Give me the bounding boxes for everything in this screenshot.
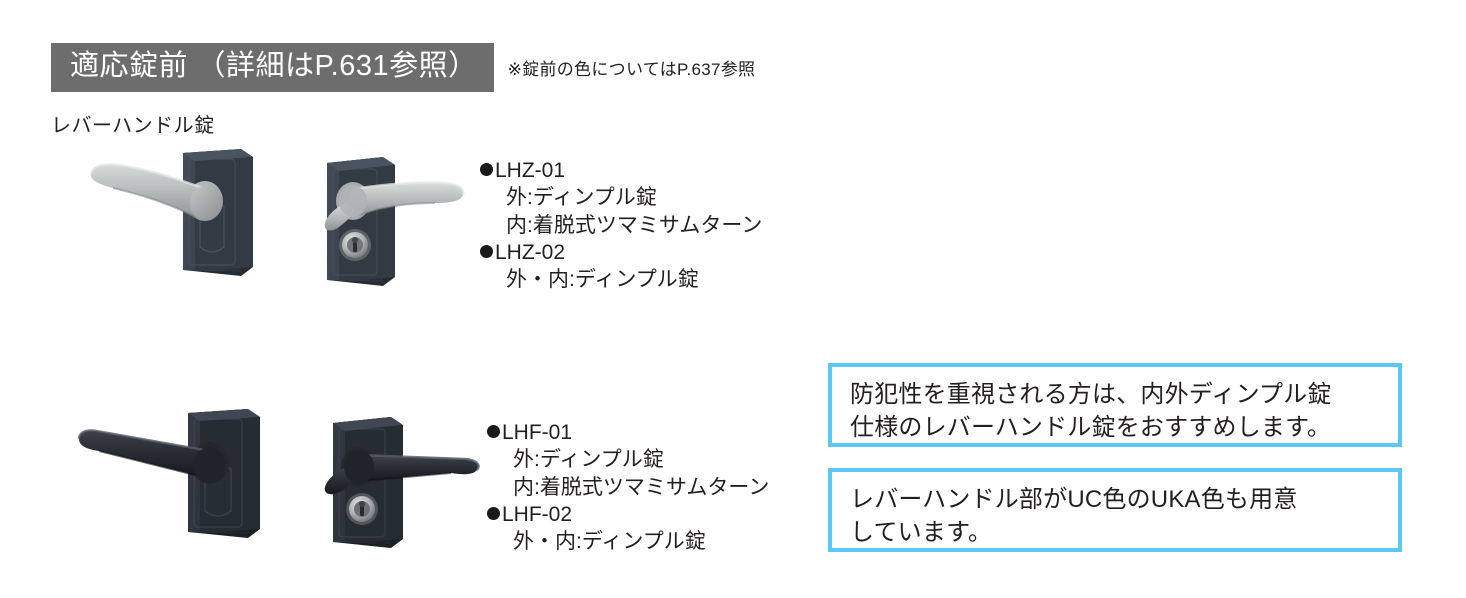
callout-line: しています。 — [850, 519, 993, 547]
callout-line: レバーハンドル部がUC色のUKA色も用意 — [850, 486, 1298, 513]
model-detail: 外・内:ディンプル錠 — [513, 530, 706, 554]
model-name: LHF-02 — [502, 502, 573, 526]
model-detail: 外:ディンプル錠 — [506, 186, 657, 210]
bullet-icon — [487, 506, 500, 520]
product-image-lhf-front — [55, 405, 290, 555]
model-detail: 外・内:ディンプル錠 — [506, 268, 699, 292]
model-name: LHZ-02 — [495, 240, 566, 264]
product-image-lhz-cylinder — [305, 145, 480, 295]
model-entry: LHF-02 — [487, 501, 769, 528]
callout-line: 防犯性を重視される方は、内外ディンプル錠 — [850, 381, 1332, 408]
bullet-icon — [487, 425, 500, 438]
section-banner: 適応錠前 （詳細はP.631参照） — [51, 43, 494, 92]
bullet-icon — [480, 163, 493, 176]
product-image-lhf-cylinder — [305, 405, 490, 555]
banner-note: ※錠前の色についてはP.637参照 — [507, 60, 756, 79]
model-entry: LHZ-02 — [480, 239, 762, 266]
model-detail: 内:着脱式ツマミサムターン — [513, 475, 770, 499]
callout-line: 仕様のレバーハンドル錠をおすすめします。 — [850, 414, 1332, 442]
spec-block-lhf: LHF-01 外:ディンプル錠 内:着脱式ツマミサムターン LHF-02 外・内… — [487, 419, 769, 555]
model-detail: 外:ディンプル錠 — [513, 448, 664, 472]
header-banner-row: 適応錠前 （詳細はP.631参照） ※錠前の色についてはP.637参照 — [51, 43, 755, 92]
model-name: LHZ-01 — [495, 159, 566, 182]
product-image-lhz-front — [55, 145, 280, 295]
model-detail: 内:着脱式ツマミサムターン — [506, 213, 763, 237]
model-name: LHF-01 — [502, 421, 573, 444]
bullet-icon — [480, 244, 493, 258]
model-entry: LHF-01 — [487, 419, 769, 446]
page-title: レバーハンドル錠 — [51, 115, 215, 137]
callout-color-option: レバーハンドル部がUC色のUKA色も用意 しています。 — [828, 468, 1402, 552]
callout-security-recommendation: 防犯性を重視される方は、内外ディンプル錠 仕様のレバーハンドル錠をおすすめします… — [828, 363, 1402, 447]
model-entry: LHZ-01 — [480, 157, 762, 184]
spec-block-lhz: LHZ-01 外:ディンプル錠 内:着脱式ツマミサムターン LHZ-02 外・内… — [480, 157, 762, 293]
